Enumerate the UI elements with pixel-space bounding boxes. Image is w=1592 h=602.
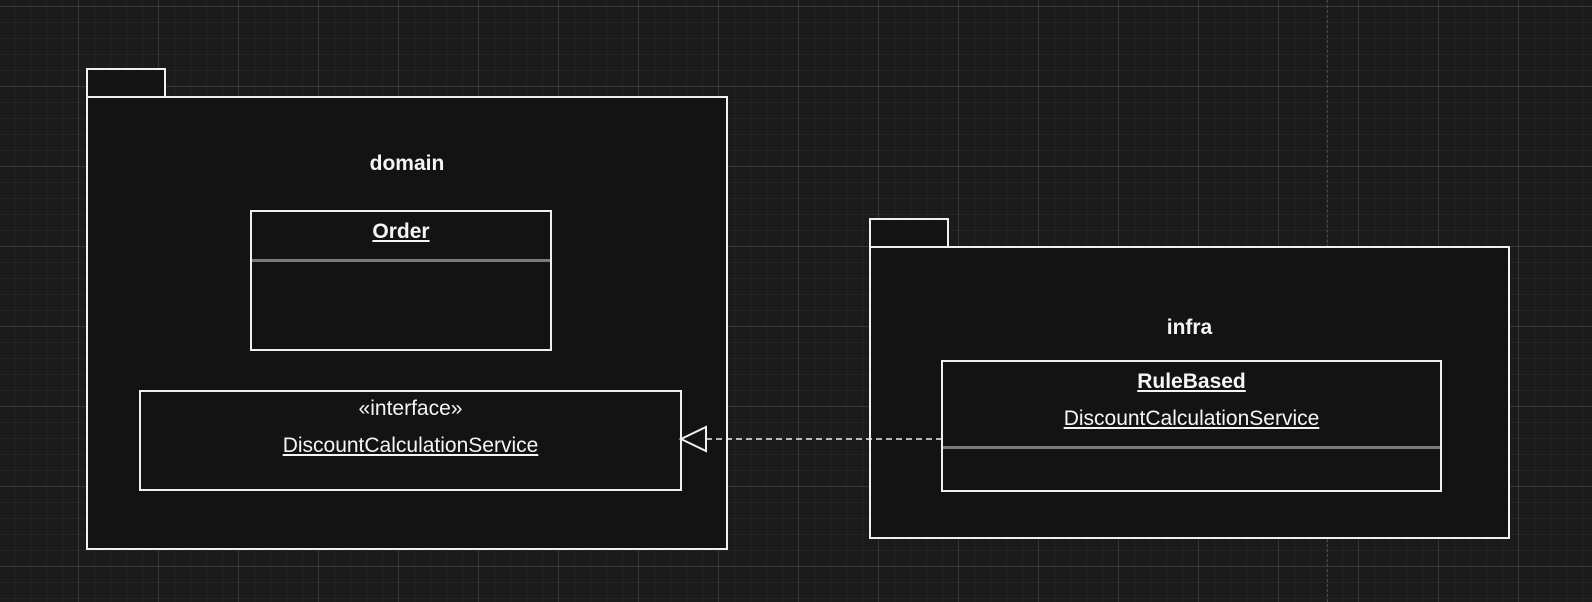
rulebased-class[interactable]: RuleBased DiscountCalculationService <box>941 360 1442 492</box>
rulebased-class-divider <box>943 446 1440 449</box>
discount-calculation-service-interface[interactable]: «interface» DiscountCalculationService <box>139 390 682 491</box>
infra-package-name: infra <box>1166 316 1213 339</box>
domain-package-tab[interactable] <box>86 68 166 98</box>
interface-name: DiscountCalculationService <box>282 434 539 457</box>
domain-package-name: domain <box>369 152 445 175</box>
rulebased-class-title: RuleBased <box>1137 370 1246 393</box>
domain-package[interactable]: domain Order «interface» DiscountCalcula… <box>86 96 728 550</box>
rulebased-class-name: DiscountCalculationService <box>1063 407 1320 430</box>
order-class-divider <box>252 259 550 262</box>
order-class[interactable]: Order <box>250 210 552 351</box>
realization-arrowhead <box>678 425 707 453</box>
interface-stereotype: «interface» <box>358 397 463 420</box>
infra-package[interactable]: infra RuleBased DiscountCalculationServi… <box>869 246 1510 539</box>
infra-package-tab[interactable] <box>869 218 949 248</box>
order-class-title: Order <box>372 220 430 243</box>
